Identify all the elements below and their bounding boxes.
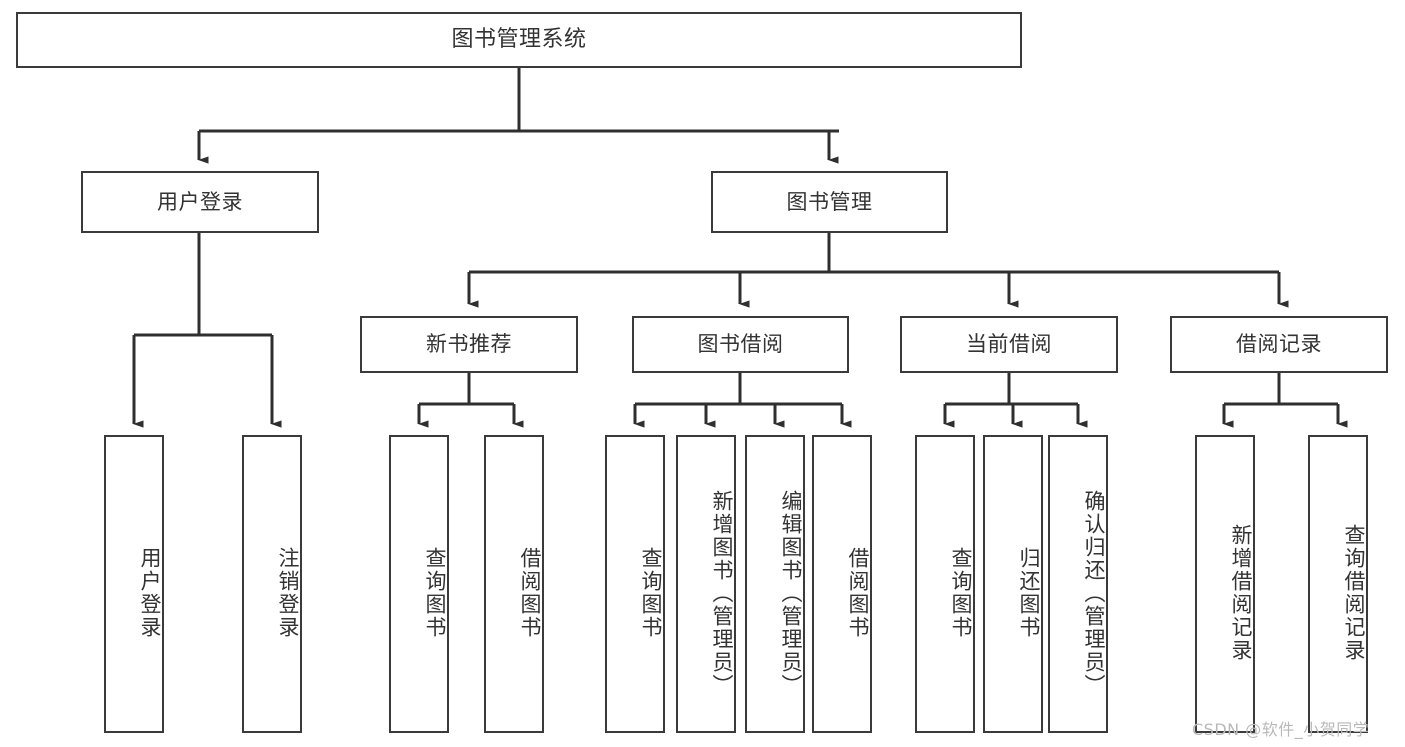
node-label: 新增借阅记录 <box>1229 524 1253 662</box>
node-label: 借阅图书 <box>518 547 542 639</box>
leaf-query-book-recommendation[interactable]: 查询图书 <box>389 435 449 733</box>
node-borrow-record[interactable]: 借阅记录 <box>1170 316 1388 373</box>
node-label: 借阅图书 <box>846 547 870 639</box>
leaf-query-borrow-record[interactable]: 查询借阅记录 <box>1308 435 1368 733</box>
node-current-borrowing[interactable]: 当前借阅 <box>900 316 1118 373</box>
leaf-add-book-admin[interactable]: 新增图书（管理员） <box>676 435 736 733</box>
node-label: 图书管理系统 <box>451 27 587 53</box>
leaf-add-borrow-record[interactable]: 新增借阅记录 <box>1195 435 1255 733</box>
leaf-user-login[interactable]: 用户登录 <box>104 435 164 733</box>
node-label: 借阅记录 <box>1236 332 1322 357</box>
node-label: 编辑图书（管理员） <box>779 489 803 697</box>
leaf-return-book[interactable]: 归还图书 <box>983 435 1043 733</box>
node-label: 注销登录 <box>276 547 300 639</box>
leaf-logout[interactable]: 注销登录 <box>242 435 302 733</box>
leaf-edit-book-admin[interactable]: 编辑图书（管理员） <box>745 435 805 733</box>
node-label: 新增图书（管理员） <box>710 489 734 697</box>
leaf-confirm-return-admin[interactable]: 确认归还（管理员） <box>1048 435 1108 733</box>
leaf-borrow-book-recommendation[interactable]: 借阅图书 <box>484 435 544 733</box>
node-label: 图书管理 <box>786 189 873 214</box>
node-label: 图书借阅 <box>697 332 784 357</box>
node-label: 新书推荐 <box>426 332 512 357</box>
node-new-book-recommendation[interactable]: 新书推荐 <box>360 316 578 373</box>
csdn-watermark: CSDN @软件_小贺同学 <box>1192 720 1370 739</box>
node-label: 查询图书 <box>423 547 447 639</box>
node-label: 用户登录 <box>157 189 243 214</box>
node-label: 当前借阅 <box>966 332 1052 357</box>
node-label: 用户登录 <box>138 547 162 639</box>
node-label: 归还图书 <box>1017 547 1041 639</box>
node-label: 查询图书 <box>639 547 663 639</box>
leaf-query-book-current[interactable]: 查询图书 <box>915 435 975 733</box>
node-user-login[interactable]: 用户登录 <box>81 171 319 233</box>
node-root-system[interactable]: 图书管理系统 <box>16 12 1022 68</box>
node-book-borrowing[interactable]: 图书借阅 <box>632 316 849 373</box>
node-book-management[interactable]: 图书管理 <box>711 171 948 233</box>
node-label: 查询借阅记录 <box>1342 524 1366 662</box>
leaf-query-book-borrowing[interactable]: 查询图书 <box>605 435 665 733</box>
node-label: 确认归还（管理员） <box>1082 489 1106 697</box>
leaf-borrow-book-borrowing[interactable]: 借阅图书 <box>812 435 872 733</box>
node-label: 查询图书 <box>949 547 973 639</box>
